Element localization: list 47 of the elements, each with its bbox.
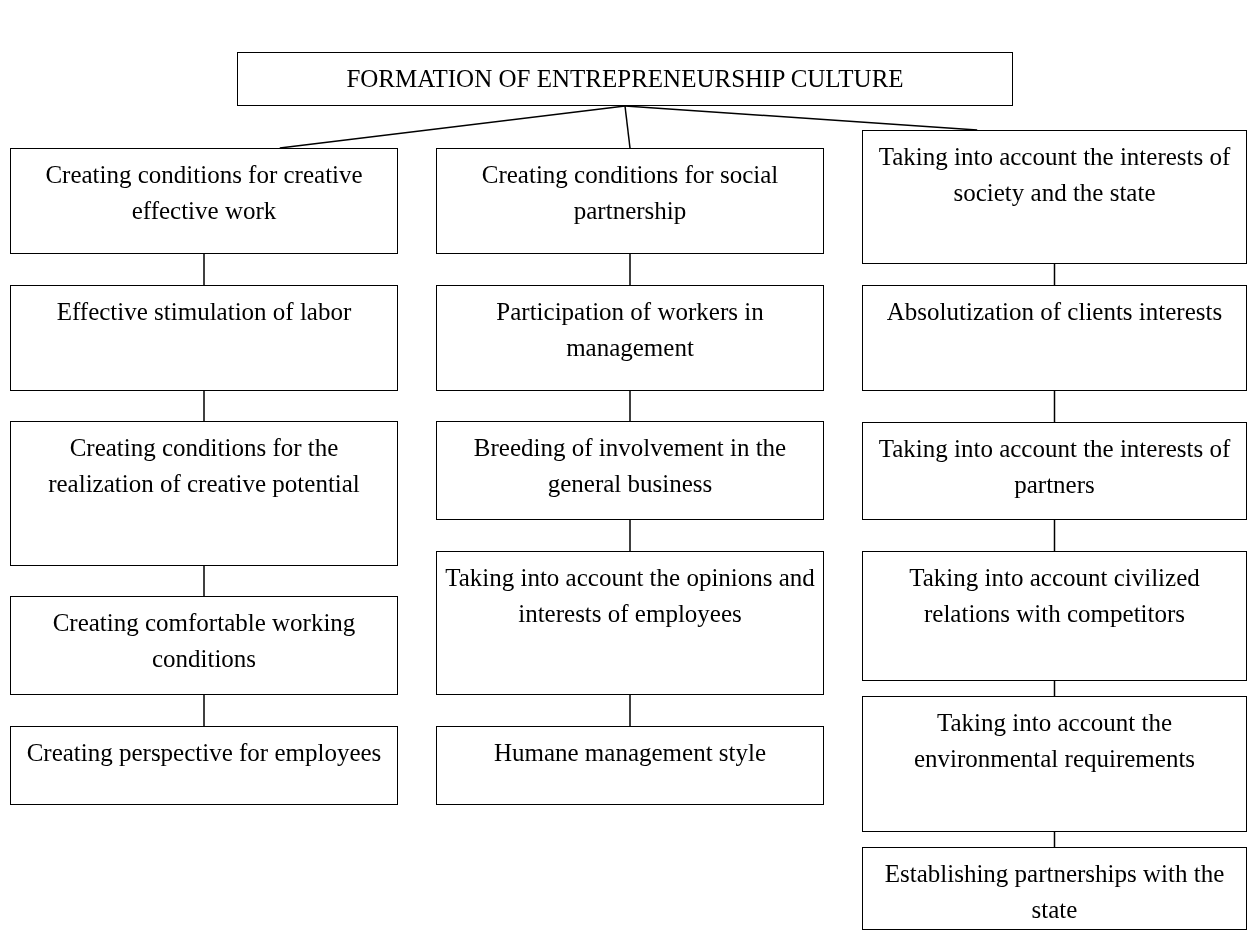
item-box	[862, 551, 1247, 681]
item-box	[862, 696, 1247, 832]
item-text: Taking into account the interests of society and the state	[877, 142, 1232, 208]
item-box	[10, 148, 398, 254]
item-text: Breeding of involvement in the general business	[472, 433, 788, 499]
item-text: Absolutization of clients interests	[886, 297, 1223, 327]
item-box	[436, 551, 824, 695]
connector-line	[1053, 263, 1056, 286]
item-text: Effective stimulation of labor	[56, 297, 352, 327]
item-box	[436, 148, 824, 254]
item-text: Taking into account the environmental requirements	[912, 708, 1197, 774]
connector-line	[279, 105, 626, 149]
item-text: Humane management style	[493, 738, 767, 768]
connector-line	[203, 390, 205, 422]
item-box	[436, 726, 824, 805]
title-box	[237, 52, 1013, 106]
item-text: Participation of workers in management	[495, 297, 765, 363]
connector-line	[203, 253, 205, 286]
connector-line	[629, 694, 631, 727]
heading-text: FORMATION OF ENTREPRENEURSHIP CULTURE	[346, 64, 904, 94]
connector-line	[629, 390, 631, 422]
connector-line	[1053, 390, 1056, 423]
item-text: Creating conditions for social partnership	[480, 160, 780, 226]
connector-line	[203, 694, 205, 727]
item-box	[436, 285, 824, 391]
connector-line	[1053, 519, 1056, 552]
connector-line	[203, 565, 205, 597]
item-box	[862, 130, 1247, 264]
item-box	[10, 421, 398, 566]
item-box	[10, 596, 398, 695]
connector-line	[629, 253, 631, 286]
item-text: Creating perspective for employees	[26, 738, 382, 768]
item-box	[436, 421, 824, 520]
item-text: Taking into account the opinions and interests of employees	[444, 563, 816, 629]
item-box	[862, 285, 1247, 391]
item-box	[862, 422, 1247, 520]
item-text: Taking into account the interests of partners	[877, 434, 1232, 500]
item-text: Taking into account civilized relations with competitors	[908, 563, 1201, 629]
item-box	[10, 285, 398, 391]
item-text: Creating comfortable working conditions	[51, 608, 357, 674]
item-text: Establishing partnerships with the state	[883, 859, 1226, 925]
item-box	[10, 726, 398, 805]
item-box	[862, 847, 1247, 930]
connector-line	[624, 105, 631, 149]
connector-line	[629, 519, 631, 552]
item-text: Creating conditions for creative effective work	[44, 160, 364, 226]
item-text: Creating conditions for the realization of creative potential	[47, 433, 361, 499]
